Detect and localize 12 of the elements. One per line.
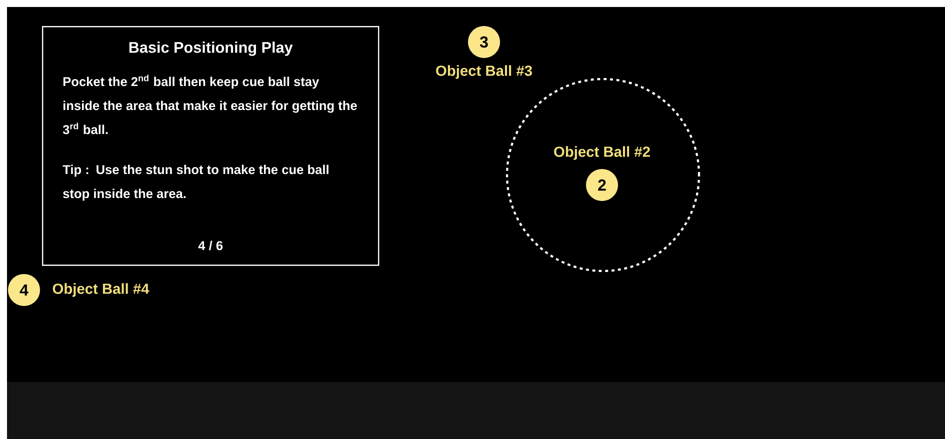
ball-label: Object Ball #3	[436, 65, 532, 79]
ball-label: Object Ball #2	[554, 146, 650, 160]
target-area	[506, 78, 700, 272]
tip-text: Tip : Use the stun shot to make the cue ball stop inside the area.	[62, 164, 328, 201]
ball: 3	[468, 26, 500, 58]
ball-label: Object Ball #4	[52, 283, 150, 297]
ball: 2	[586, 169, 618, 201]
instruction-text: Pocket the 2$^{nd}$ ball then keep cue ball stay inside the area that make it easier for getting the 3$^{rd}$ ball.	[62, 74, 357, 134]
card-title: Basic Positioning Play	[129, 42, 293, 56]
page-counter: 4 / 6	[198, 240, 223, 250]
ball: 4	[8, 274, 40, 306]
info-card	[42, 26, 380, 266]
